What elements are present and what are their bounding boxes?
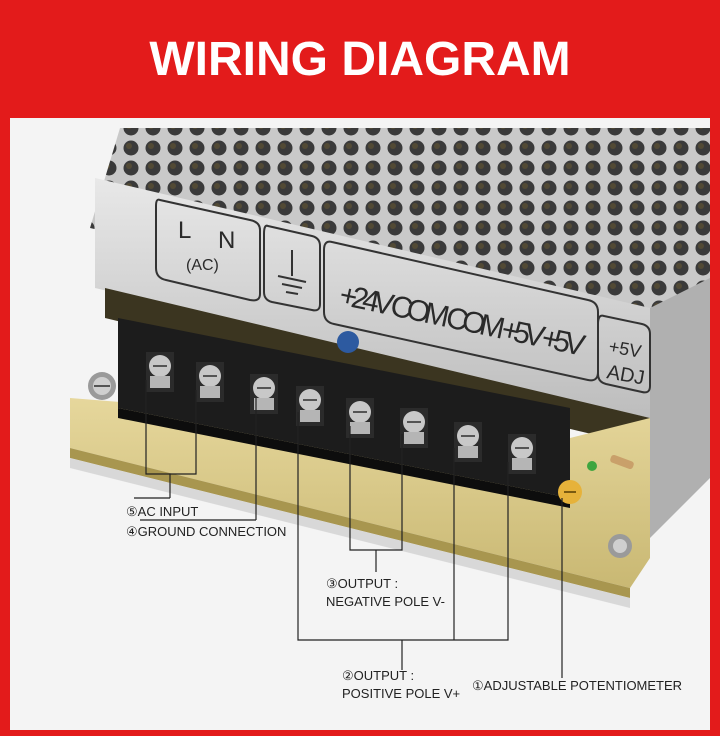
header-bar: WIRING DIAGRAM (0, 0, 720, 118)
callout-positive-line2: POSITIVE POLE V+ (342, 686, 460, 701)
terminal-screws (146, 352, 536, 474)
callout-ac-input: ⑤AC INPUT (126, 504, 198, 519)
capacitor (337, 331, 359, 353)
led-indicator (587, 461, 597, 471)
callout-negative-line1: ③OUTPUT : (326, 576, 398, 591)
ground-symbol (277, 250, 307, 295)
label-ac: (AC) (186, 257, 219, 274)
front-panel (95, 178, 650, 418)
label-n: N (218, 227, 235, 254)
product-photo-panel: L N (AC) +24V COM COM +5V +5V +5V ADJ (10, 118, 710, 730)
mounting-screw (88, 372, 116, 400)
power-supply-illustration: L N (AC) +24V COM COM +5V +5V +5V ADJ (70, 128, 710, 701)
callout-negative-line2: NEGATIVE POLE V- (326, 594, 445, 609)
label-l: L (178, 217, 191, 244)
side-wall (650, 278, 710, 538)
callout-potentiometer: ①ADJUSTABLE POTENTIOMETER (472, 678, 682, 693)
callout-lines (134, 380, 563, 678)
page-title: WIRING DIAGRAM (149, 32, 571, 86)
callout-ground: ④GROUND CONNECTION (126, 524, 286, 539)
callout-positive-line1: ②OUTPUT : (342, 668, 414, 683)
pcb-components (337, 331, 634, 558)
